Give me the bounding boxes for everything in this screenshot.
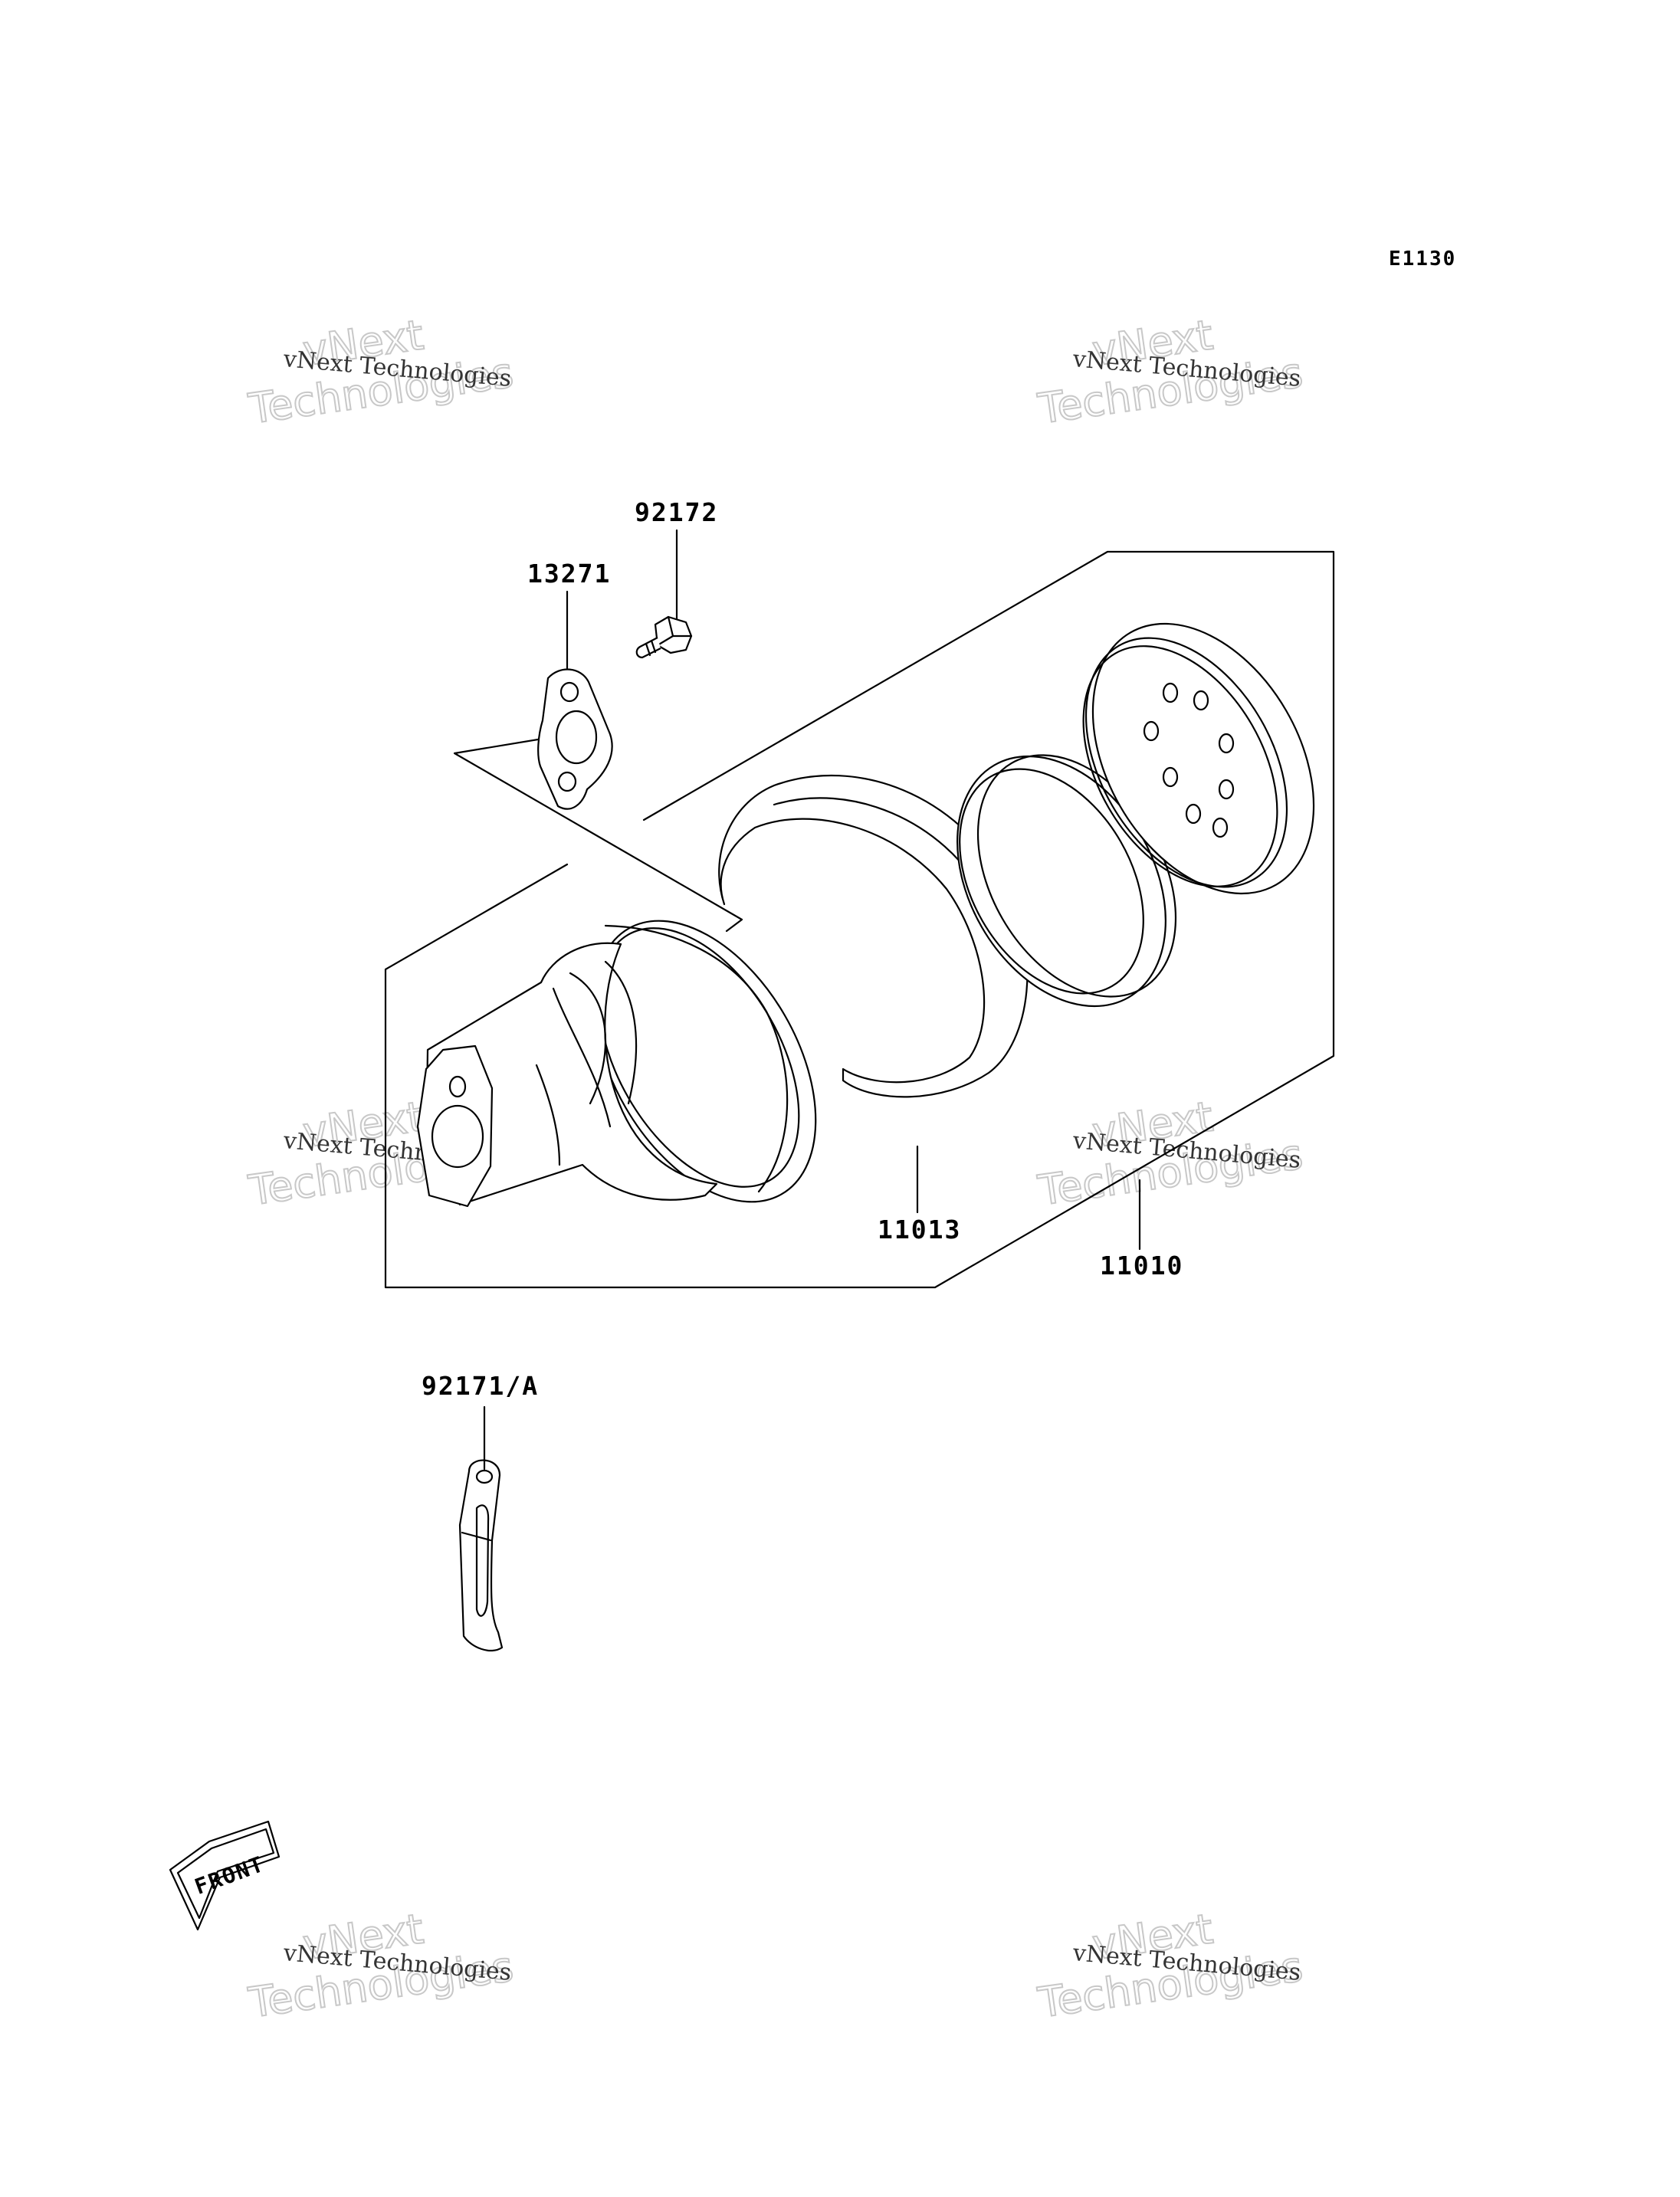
watermark-bottom-left: vNext Technologies vNext Technologies [244, 1904, 517, 2028]
gasket-13271 [537, 668, 613, 810]
watermark-bottom-right: vNext Technologies vNext Technologies [1034, 1904, 1306, 2028]
part-label-92172[interactable]: 92172 [635, 497, 718, 527]
muffler-end-cap [1082, 622, 1315, 895]
part-label-11013[interactable]: 11013 [878, 1215, 961, 1244]
clamp-92171a [458, 1459, 504, 1652]
bolt-92172 [635, 615, 693, 659]
assembly-frame-11010 [384, 550, 1335, 1289]
diagram-code: E1130 [1389, 248, 1456, 271]
part-label-13271[interactable]: 13271 [527, 559, 611, 589]
muffler-body [416, 920, 817, 1208]
part-label-11010[interactable]: 11010 [1100, 1251, 1183, 1280]
watermark-top-left: vNext Technologies vNext Technologies [244, 310, 517, 434]
front-arrow-icon: FRONT [169, 1820, 281, 1931]
watermark-top-right: vNext Technologies vNext Technologies [1034, 310, 1306, 434]
watermark-middle-right: vNext Technologies vNext Technologies [1034, 1091, 1306, 1215]
part-label-92171a[interactable]: 92171/A [422, 1371, 539, 1401]
gasket-pointer-lines [453, 736, 743, 933]
